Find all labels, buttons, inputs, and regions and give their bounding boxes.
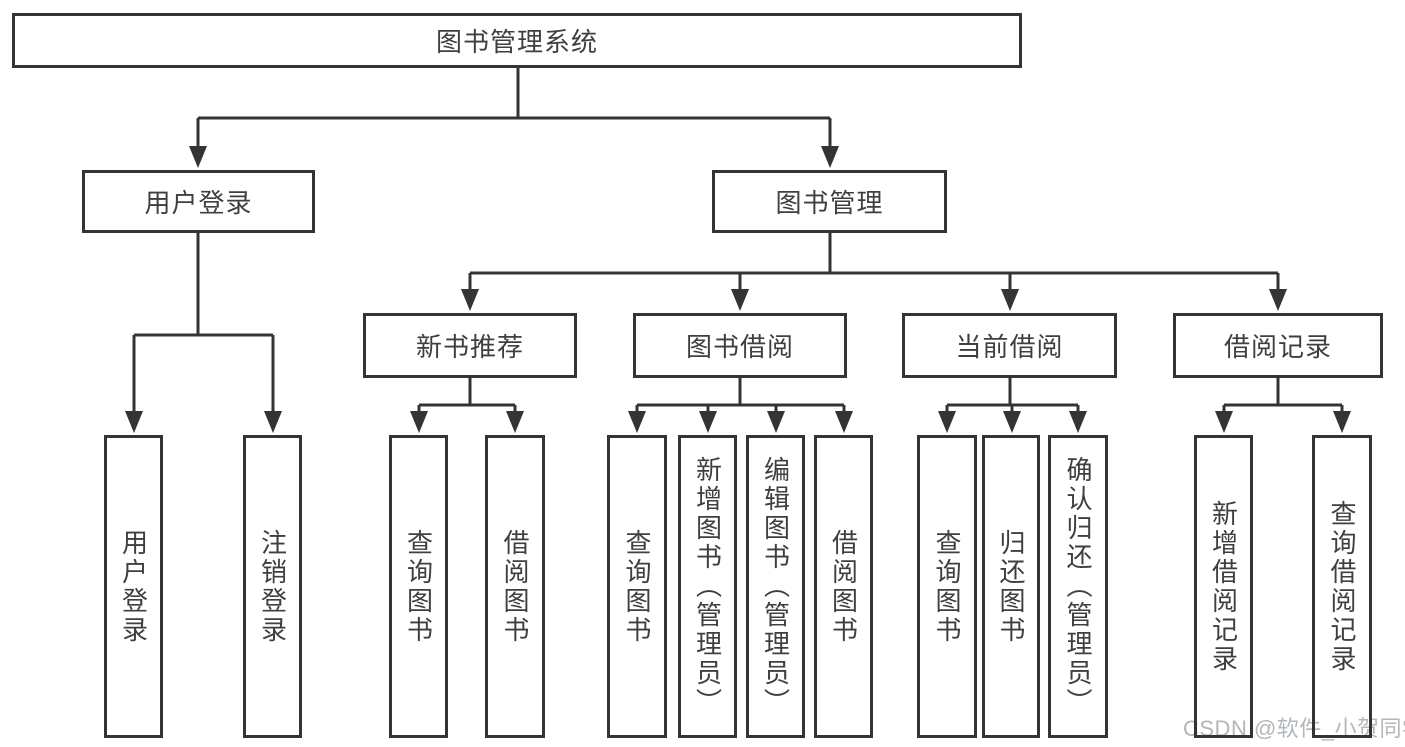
node-library-system: 图书管理系统	[12, 13, 1022, 68]
node-label: 借阅记录	[1223, 332, 1332, 362]
leaf-logout: 注销登录	[243, 435, 302, 738]
node-label: 图书管理	[775, 188, 884, 218]
node-label: 新书推荐	[415, 332, 524, 362]
node-user-login: 用户登录	[82, 170, 315, 233]
node-label: 用户登录	[144, 188, 253, 218]
leaf-query-borrow-record: 查询借阅记录	[1312, 435, 1372, 738]
node-label: 借阅图书	[828, 528, 859, 645]
node-label: 借阅图书	[500, 528, 530, 645]
node-label: 新增借阅记录	[1208, 499, 1239, 674]
node-label: 查询图书	[622, 528, 652, 645]
leaf-add-books-admin: 新增图书（管理员）	[678, 435, 737, 738]
leaf-query-books-recommend: 查询图书	[389, 435, 448, 738]
node-current-borrow: 当前借阅	[902, 313, 1117, 378]
node-label: 图书借阅	[685, 332, 794, 362]
leaf-borrow-books: 借阅图书	[814, 435, 873, 738]
node-label: 确认归还（管理员）	[1063, 456, 1093, 717]
node-label: 注销登录	[257, 528, 288, 645]
node-label: 查询借阅记录	[1327, 499, 1357, 674]
leaf-user-login: 用户登录	[104, 435, 163, 738]
node-new-book-recommend: 新书推荐	[363, 313, 577, 378]
leaf-add-borrow-record: 新增借阅记录	[1194, 435, 1253, 738]
leaf-query-books-borrow: 查询图书	[607, 435, 667, 738]
node-label: 当前借阅	[955, 332, 1064, 362]
leaf-confirm-return-admin: 确认归还（管理员）	[1048, 435, 1108, 738]
leaf-edit-books-admin: 编辑图书（管理员）	[746, 435, 805, 738]
node-book-borrow: 图书借阅	[633, 313, 847, 378]
leaf-query-books-current: 查询图书	[917, 435, 977, 738]
node-book-management: 图书管理	[712, 170, 947, 233]
node-borrow-record: 借阅记录	[1173, 313, 1383, 378]
node-label: 归还图书	[996, 528, 1026, 645]
arrowheads	[125, 146, 1351, 433]
node-label: 图书管理系统	[435, 27, 598, 57]
node-label: 新增图书（管理员）	[692, 456, 723, 717]
node-label: 查询图书	[403, 528, 434, 645]
node-label: 编辑图书（管理员）	[760, 456, 791, 717]
leaf-return-books: 归还图书	[982, 435, 1040, 738]
node-label: 用户登录	[118, 528, 149, 645]
leaf-borrow-books-recommend: 借阅图书	[485, 435, 545, 738]
node-label: 查询图书	[932, 528, 962, 645]
